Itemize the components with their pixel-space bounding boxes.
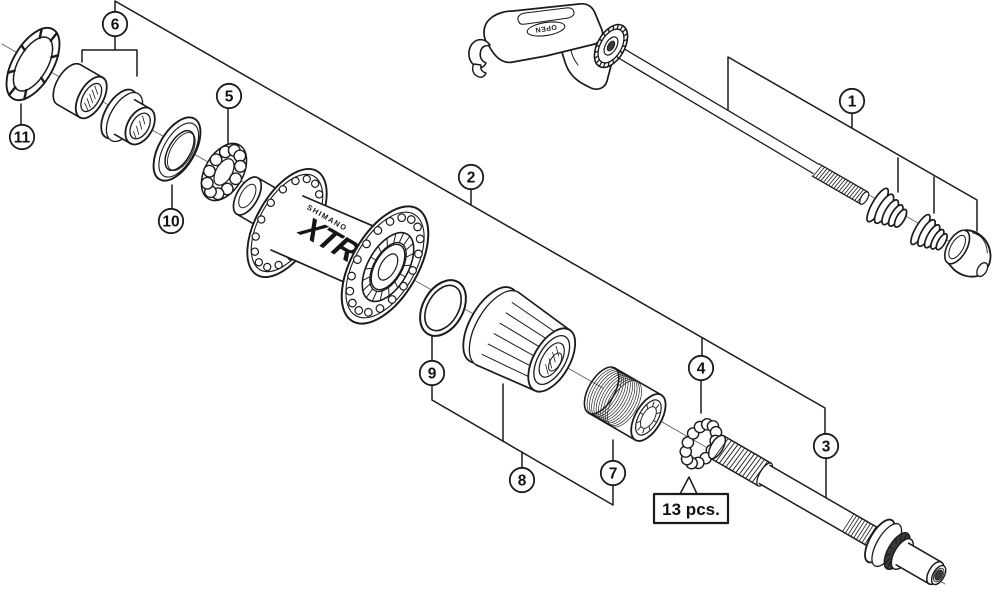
snap-ring-notches — [6, 27, 60, 101]
qr-serrated-washer — [593, 23, 629, 69]
callout-circle-5 — [215, 82, 243, 110]
pieces-text: 13 pcs. — [662, 500, 720, 519]
part-quick-release: OPEN — [468, 2, 992, 278]
callout-9: 9 — [418, 359, 446, 387]
locknut-thread-hatch — [133, 115, 146, 140]
callout-11: 11 — [8, 123, 36, 151]
callout-10: 10 — [157, 207, 185, 235]
qr-open-text: OPEN — [534, 23, 557, 33]
callout-number-5: 5 — [225, 88, 234, 105]
callout-number-11: 11 — [14, 129, 31, 146]
part-threaded-tube — [583, 366, 667, 442]
part-lock-nut — [100, 88, 156, 146]
retainer-balls — [200, 143, 247, 201]
axle-thread-ticks — [712, 438, 769, 483]
callout-circle-1 — [838, 87, 866, 115]
callout-circle-10 — [157, 207, 185, 235]
part-o-ring — [419, 279, 467, 337]
callout-8: 8 — [508, 466, 536, 494]
tube-spline-bore — [636, 401, 661, 434]
freehub-bore-hatch — [545, 345, 560, 375]
qr-lever-slot — [517, 7, 575, 25]
callout-number-7: 7 — [609, 465, 618, 482]
part-hub-shell: SHIMANO XTR — [232, 167, 430, 325]
part-cone-nut — [52, 62, 108, 120]
callout-number-6: 6 — [111, 16, 120, 33]
callouts-layer: 1 2 3 4 5 6 7 8 9 10 11 — [8, 10, 866, 494]
callout-circle-4 — [687, 354, 715, 382]
callout-circle-7 — [599, 459, 627, 487]
pieces-box — [652, 492, 730, 525]
part-hub-axle — [707, 434, 947, 586]
tube-thread-lines — [586, 368, 642, 428]
qr-lever-hook — [468, 38, 491, 69]
leader-lines — [20, 0, 978, 506]
callout-5: 5 — [215, 82, 243, 110]
callout-circle-6 — [101, 10, 129, 38]
callout-number-2: 2 — [467, 169, 476, 186]
part-ball-retainer — [200, 142, 248, 202]
hub-centerlock-splines — [361, 231, 415, 303]
callout-2: 2 — [457, 163, 485, 191]
callout-4: 4 — [687, 354, 715, 382]
right-flange-spoke-holes — [345, 213, 425, 317]
callout-circle-8 — [508, 466, 536, 494]
rod-thread-ticks — [812, 165, 867, 203]
bracket-assembly-2 — [114, 0, 826, 435]
qr-skewer-rod — [606, 41, 821, 175]
callout-number-10: 10 — [162, 213, 179, 230]
qr-end-nut — [943, 229, 992, 278]
callout-circle-9 — [418, 359, 446, 387]
callout-number-3: 3 — [822, 438, 831, 455]
hub-left-stub — [232, 176, 276, 225]
callout-7: 7 — [599, 459, 627, 487]
callout-number-8: 8 — [518, 472, 527, 489]
callout-number-4: 4 — [697, 360, 706, 377]
cone-thread-hatch — [84, 85, 99, 112]
qr-open-label: OPEN — [526, 21, 566, 37]
qr-lever-hook-tip — [471, 63, 487, 78]
callout-1: 1 — [838, 87, 866, 115]
callout-6: 6 — [101, 10, 129, 38]
bracket-callout-6 — [81, 49, 138, 77]
callout-circle-11 — [8, 123, 36, 151]
callout-circle-2 — [457, 163, 485, 191]
qr-spring-inner — [910, 213, 948, 251]
part-dust-seal — [152, 116, 202, 182]
qr-rod-thread — [811, 163, 870, 205]
part-freehub-body — [462, 286, 577, 393]
callout-number-1: 1 — [848, 93, 857, 110]
part-snap-ring — [5, 26, 61, 102]
callout-3: 3 — [812, 432, 840, 460]
spline-teeth — [362, 232, 414, 302]
callout-circle-3 — [812, 432, 840, 460]
callout-number-9: 9 — [428, 365, 437, 382]
pieces-callout: 13 pcs. — [652, 476, 730, 525]
qr-spring-outer — [866, 187, 908, 228]
